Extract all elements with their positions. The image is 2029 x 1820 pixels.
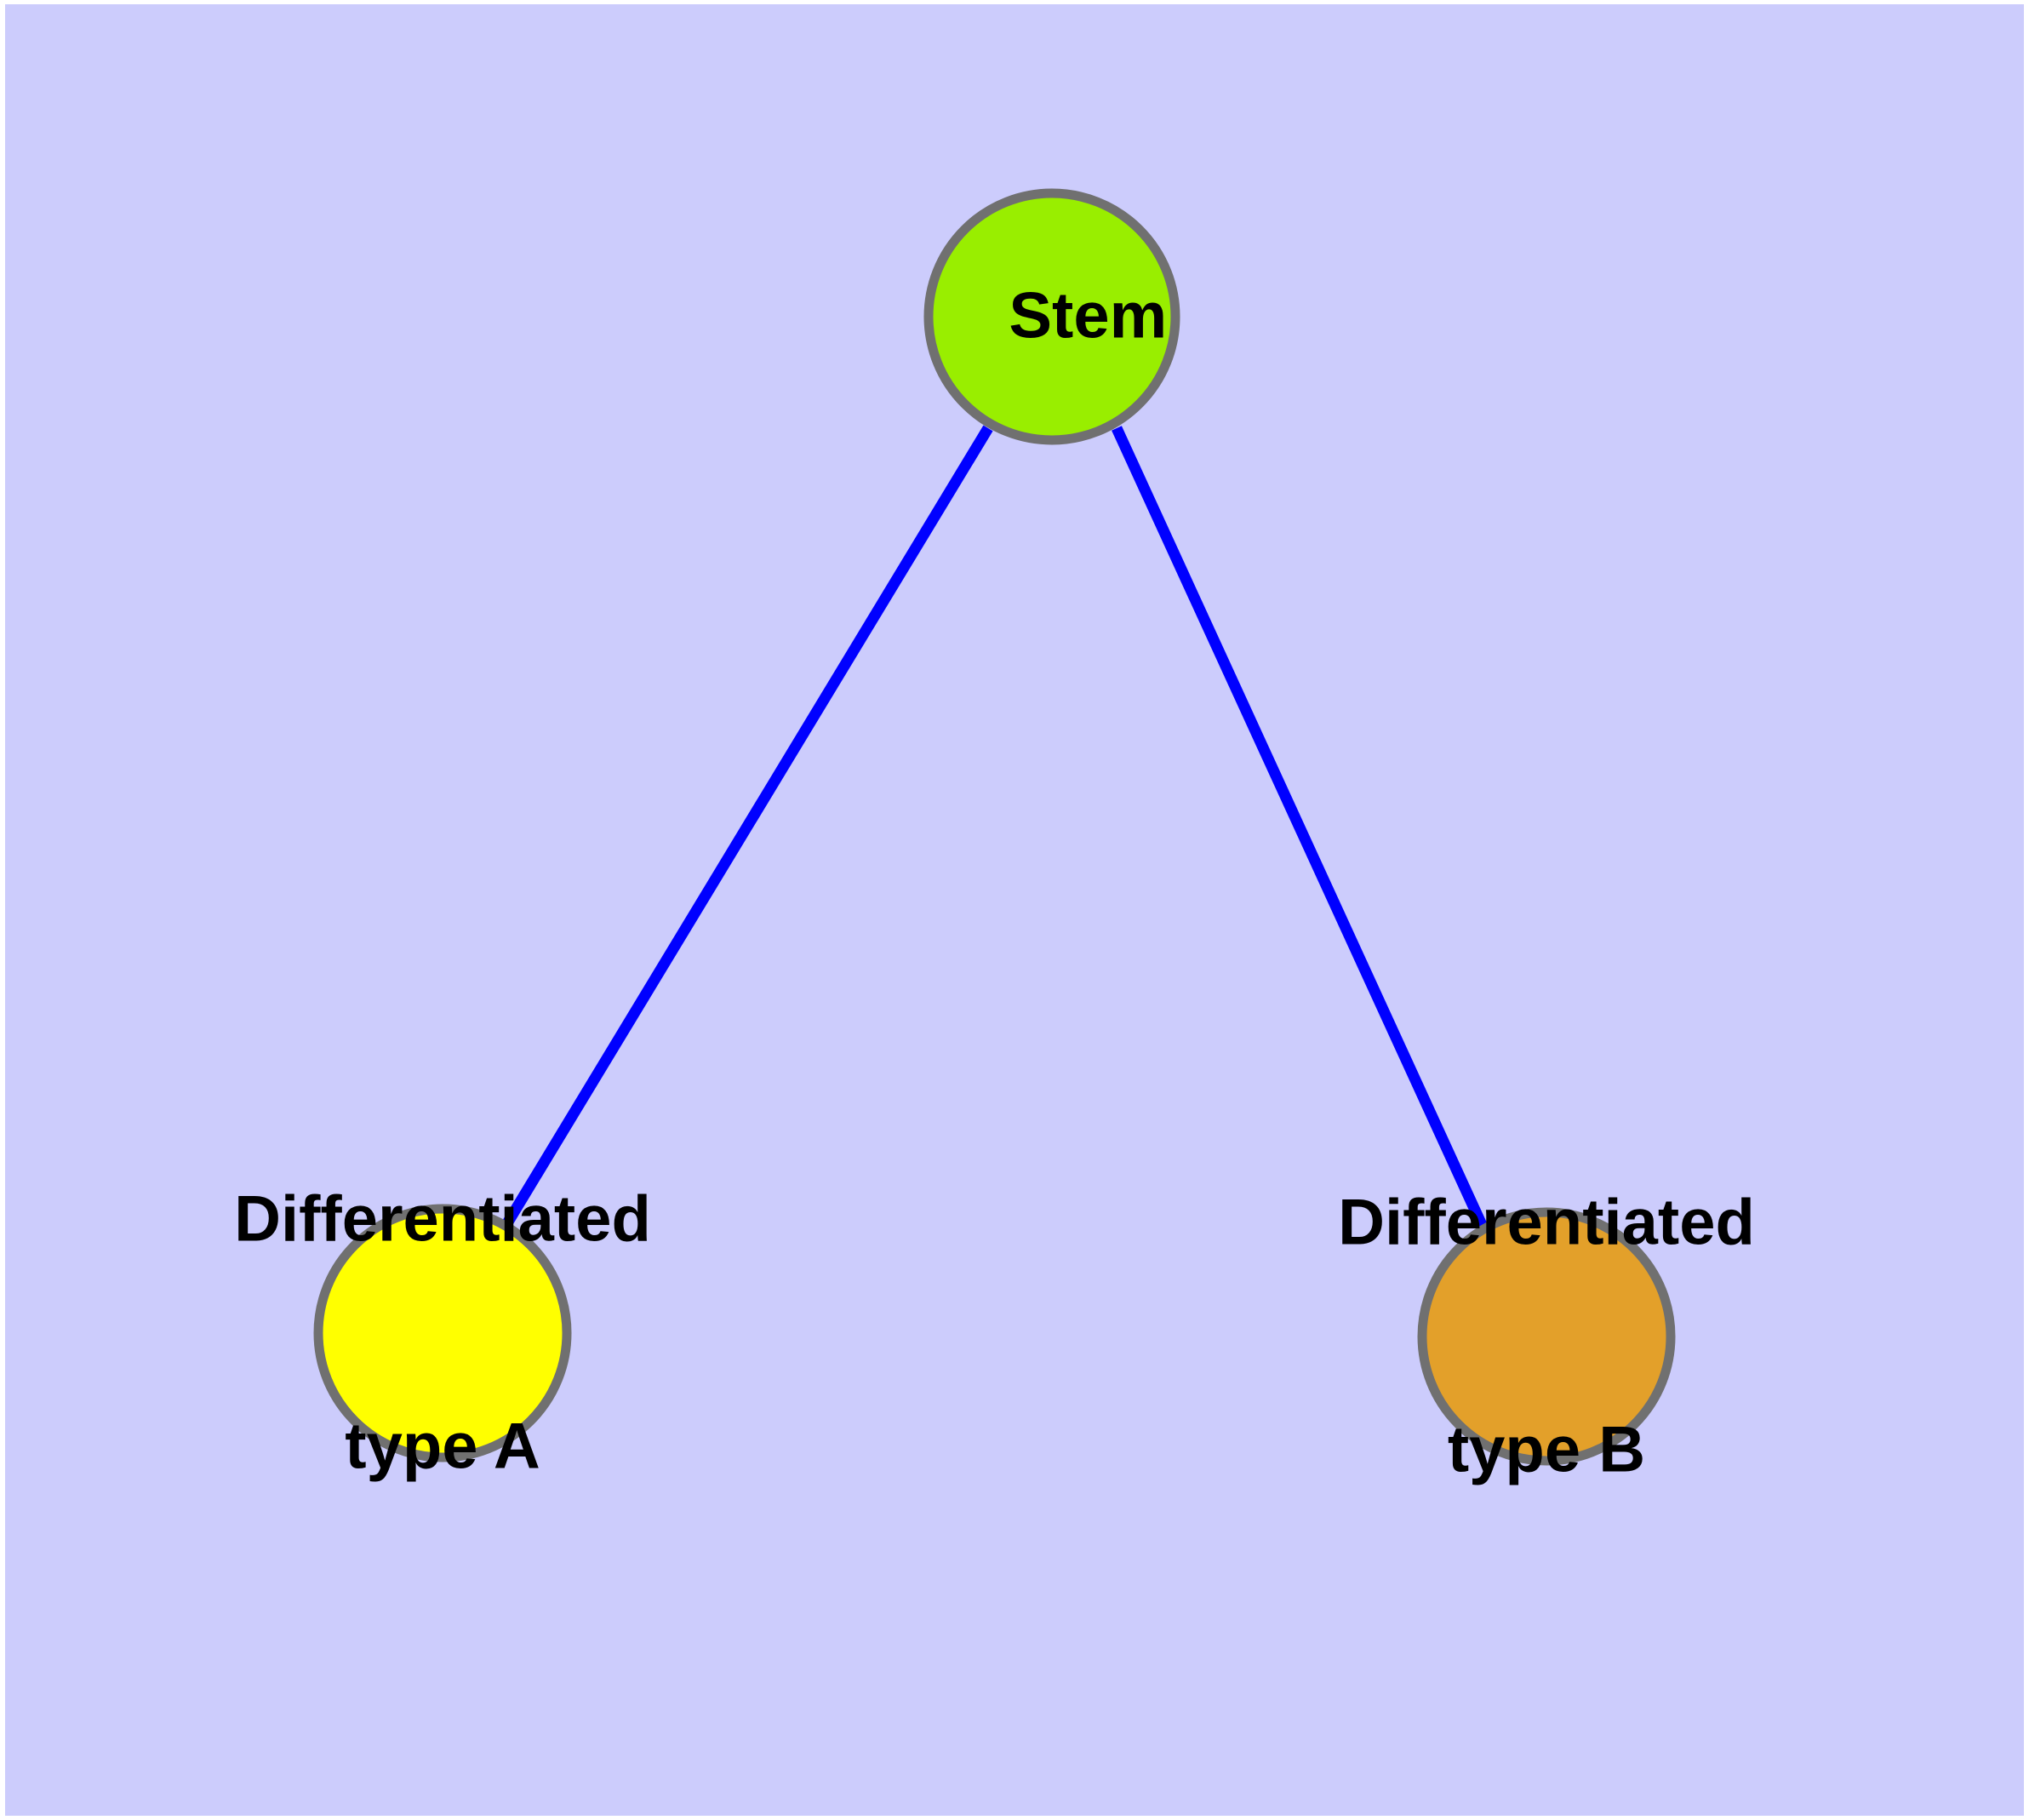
edge-layer [502,425,1488,1229]
node-differentiated-type-b[interactable] [1417,1207,1676,1466]
node-differentiated-type-a[interactable] [313,1204,572,1462]
edge-stem-to-differentiated-type-a [502,425,993,1227]
edge-stem-to-differentiated-type-b [1112,426,1488,1229]
node-stem[interactable] [923,188,1180,445]
node-layer [313,188,1676,1466]
